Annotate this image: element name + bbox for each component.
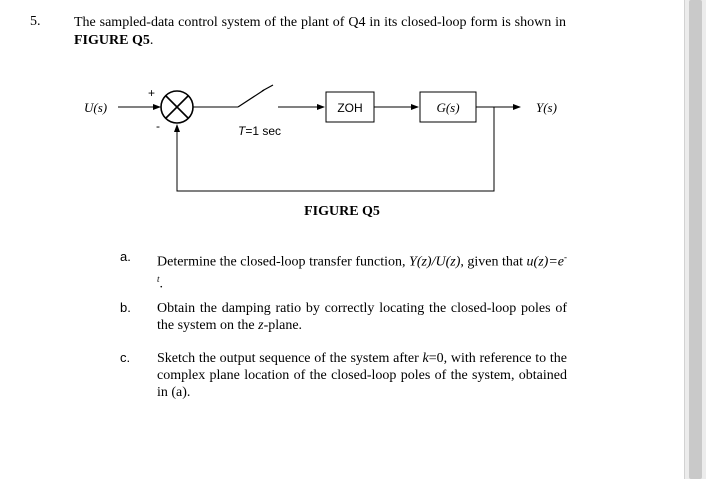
figure-caption: FIGURE Q5	[304, 204, 380, 219]
plant-block	[419, 91, 477, 123]
part-c-text: Sketch the output sequence of the system…	[157, 351, 567, 400]
output-label: Y(s)	[536, 100, 557, 115]
question-number: 5.	[30, 14, 41, 29]
part-a-text: Determine the closed-loop transfer funct…	[157, 252, 567, 292]
vertical-scrollbar[interactable]	[684, 0, 706, 479]
input-label: U(s)	[84, 100, 107, 115]
zoh-block	[325, 91, 375, 123]
document-page: 5. The sampled-data control system of th…	[30, 14, 567, 400]
question-stem: The sampled-data control system of the p…	[74, 14, 566, 50]
block-diagram: U(s) + - T=1 sec ZOH G(s) Y(s)	[84, 84, 557, 192]
figure-reference: FIGURE Q5	[74, 33, 150, 48]
feedback-path	[174, 107, 495, 192]
plus-sign: +	[148, 86, 155, 100]
plant-label: G(s)	[436, 100, 459, 115]
stem-text: The sampled-data control system of the p…	[74, 15, 566, 30]
scrollbar-thumb[interactable]	[689, 0, 702, 479]
part-b-text: Obtain the damping ratio by correctly lo…	[157, 301, 567, 333]
sampler-switch	[237, 84, 274, 108]
summing-junction	[160, 90, 194, 124]
stem-period: .	[149, 33, 154, 48]
part-c-label: c.	[120, 350, 131, 365]
part-b-label: b.	[120, 300, 131, 315]
part-a-label: a.	[120, 249, 131, 264]
sampler-period-label: T=1 sec	[238, 124, 281, 138]
zoh-label: ZOH	[337, 101, 362, 115]
minus-sign: -	[156, 119, 160, 133]
